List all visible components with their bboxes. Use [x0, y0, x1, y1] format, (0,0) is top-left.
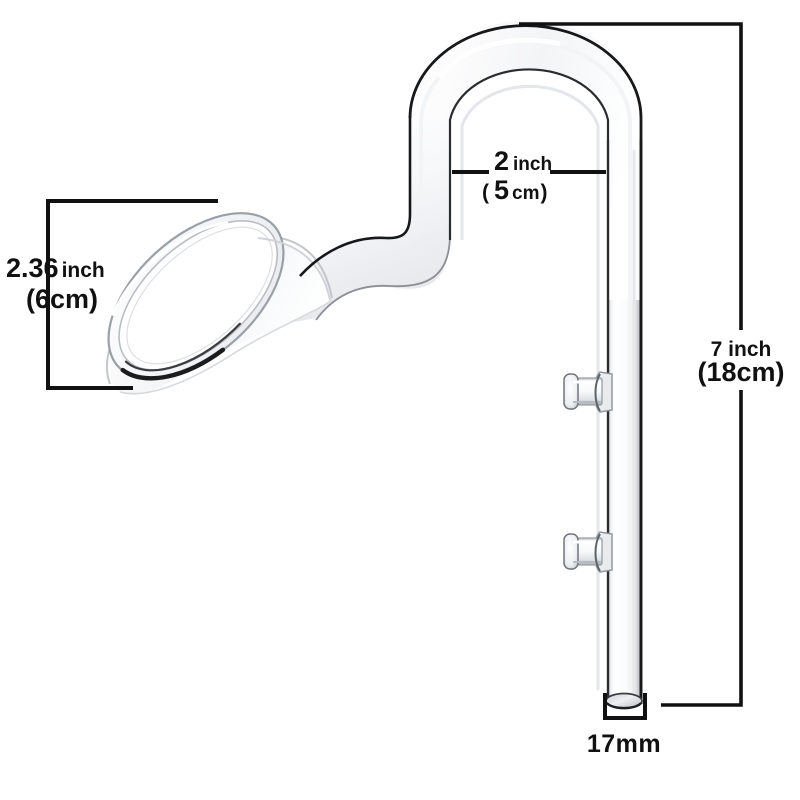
tube-diameter-bracket [603, 693, 647, 720]
bowl-silhouette-top [257, 237, 331, 301]
neck-outline-bottom [315, 233, 451, 321]
nub-upper-cap [563, 373, 579, 410]
glass-nub-lower [563, 531, 613, 573]
bend-width-unit-cm: cm [512, 183, 539, 204]
bowl-rim-shadow-2 [124, 322, 241, 372]
tube-bottom-opening-shadow [606, 702, 642, 710]
total-height-label-cm: (18cm) [697, 357, 784, 387]
bend-width-unit: inch [513, 154, 552, 175]
dimension-tube-diameter: 17mm [587, 693, 661, 758]
u-bend-outline-inner [448, 68, 610, 704]
bend-width-paren-open: ( [482, 181, 489, 204]
glass-nub-upper [563, 371, 613, 413]
bend-width-value: 2 [494, 146, 509, 176]
bowl-outline-lower [119, 299, 333, 395]
total-height-bottom-leader [661, 390, 743, 707]
bowl-height-unit: inch [62, 259, 105, 282]
bowl-rim-inner-shade [126, 226, 273, 365]
nub-lower-cap [563, 533, 579, 570]
bend-width-paren-close: ) [541, 181, 548, 204]
bowl-height-value: 2.36 [6, 253, 59, 283]
nub-lower-joint-dark [594, 533, 601, 572]
nub-upper-joint-dark [594, 373, 601, 412]
u-bend-wall-highlight [460, 84, 600, 690]
bend-width-value-cm: 5 [494, 175, 509, 205]
s-curve-outline-outer [299, 116, 412, 277]
bowl-rim-inner [118, 220, 279, 371]
bowl-height-label-cm: (6cm) [26, 284, 98, 314]
dimension-total-height: 7 inch (18cm) [519, 22, 785, 707]
tube-diameter-label: 17mm [587, 730, 661, 758]
total-height-top-leader [519, 22, 743, 330]
glass-lily-pipe [106, 20, 643, 710]
total-height-label-inch: 7 inch [711, 338, 772, 361]
bowl-rim-shadow [120, 347, 226, 381]
s-curve-body [300, 120, 450, 318]
bend-specular [437, 37, 561, 80]
bowl-rim-highlight [111, 221, 229, 316]
bowl-height-bracket [46, 199, 218, 390]
